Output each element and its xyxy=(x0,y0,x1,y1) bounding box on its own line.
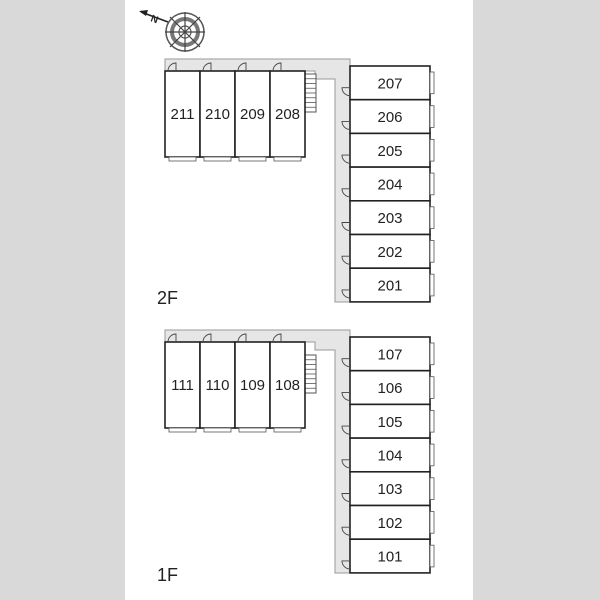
unit-room xyxy=(349,65,431,101)
balcony xyxy=(238,427,267,433)
balcony xyxy=(429,138,435,162)
door-swing-icon xyxy=(341,358,351,368)
unit-number: 108 xyxy=(275,377,300,394)
unit-number: 106 xyxy=(377,380,402,397)
unit-number: 211 xyxy=(171,106,195,123)
unit-number: 206 xyxy=(377,109,402,126)
door-swing-icon xyxy=(341,120,351,130)
balcony xyxy=(203,427,232,433)
unit-number: 207 xyxy=(377,75,402,92)
unit-number: 105 xyxy=(377,414,402,431)
door-swing-icon xyxy=(341,255,351,265)
balcony xyxy=(273,427,302,433)
floor-2f-plan: 211 210 209 208 207 206 205 204 203 202 201 2F xyxy=(157,58,435,308)
balcony xyxy=(429,105,435,128)
balcony xyxy=(429,511,435,534)
unit-number: 102 xyxy=(377,515,402,532)
door-swing-icon xyxy=(341,87,351,97)
balcony xyxy=(203,156,232,162)
unit-number: 202 xyxy=(377,244,402,261)
door-swing-icon xyxy=(341,154,351,164)
floor-1f-plan: 111 110 109 108 107 106 105 104 103 102 101 1F xyxy=(157,329,435,585)
door-swing-icon xyxy=(341,526,351,536)
balcony xyxy=(429,376,435,399)
floor-label: 1F xyxy=(157,565,178,585)
unit-number: 104 xyxy=(377,447,402,464)
floor-label: 2F xyxy=(157,288,178,308)
door-swing-icon xyxy=(272,333,282,343)
balcony xyxy=(429,409,435,433)
unit-room xyxy=(349,267,431,303)
balcony xyxy=(429,342,435,366)
unit-room xyxy=(349,200,431,236)
balcony xyxy=(429,240,435,263)
balcony xyxy=(429,206,435,229)
balcony xyxy=(168,427,197,433)
door-swing-icon xyxy=(202,62,212,72)
door-swing-icon xyxy=(167,62,177,72)
balcony xyxy=(429,443,435,467)
compass-rose-icon xyxy=(139,10,205,52)
balcony xyxy=(429,544,435,568)
door-swing-icon xyxy=(237,333,247,343)
door-swing-icon xyxy=(341,560,351,570)
unit-number: 201 xyxy=(377,278,402,295)
unit-number: 111 xyxy=(171,377,194,394)
unit-number: 101 xyxy=(377,549,402,566)
balcony xyxy=(429,71,435,95)
balcony xyxy=(429,477,435,500)
unit-number: 209 xyxy=(240,106,265,123)
unit-number: 208 xyxy=(275,106,300,123)
unit-room xyxy=(234,70,271,158)
door-swing-icon xyxy=(341,425,351,435)
unit-room xyxy=(349,369,431,406)
compass-north-label: N xyxy=(149,13,160,26)
unit-room xyxy=(269,70,306,158)
balcony xyxy=(429,172,435,196)
unit-room xyxy=(349,166,431,202)
balcony xyxy=(273,156,302,162)
balcony xyxy=(168,156,197,162)
unit-number: 110 xyxy=(206,377,230,394)
unit-number: 109 xyxy=(240,377,265,394)
door-swing-icon xyxy=(341,222,351,231)
unit-number: 204 xyxy=(377,176,402,193)
door-swing-icon xyxy=(272,62,282,72)
unit-room xyxy=(269,341,306,429)
unit-number: 203 xyxy=(377,210,402,227)
unit-room xyxy=(349,132,431,168)
balcony xyxy=(238,156,267,162)
balcony xyxy=(429,273,435,297)
door-swing-icon xyxy=(167,333,177,343)
door-swing-icon xyxy=(341,188,351,198)
unit-number: 210 xyxy=(205,106,230,123)
door-swing-icon xyxy=(341,493,351,502)
door-swing-icon xyxy=(237,62,247,72)
unit-number: 107 xyxy=(377,346,402,363)
door-swing-icon xyxy=(341,459,351,469)
unit-number: 205 xyxy=(377,143,402,160)
door-swing-icon xyxy=(202,333,212,343)
door-swing-icon xyxy=(341,391,351,401)
unit-number: 103 xyxy=(377,481,402,498)
door-swing-icon xyxy=(341,289,351,299)
